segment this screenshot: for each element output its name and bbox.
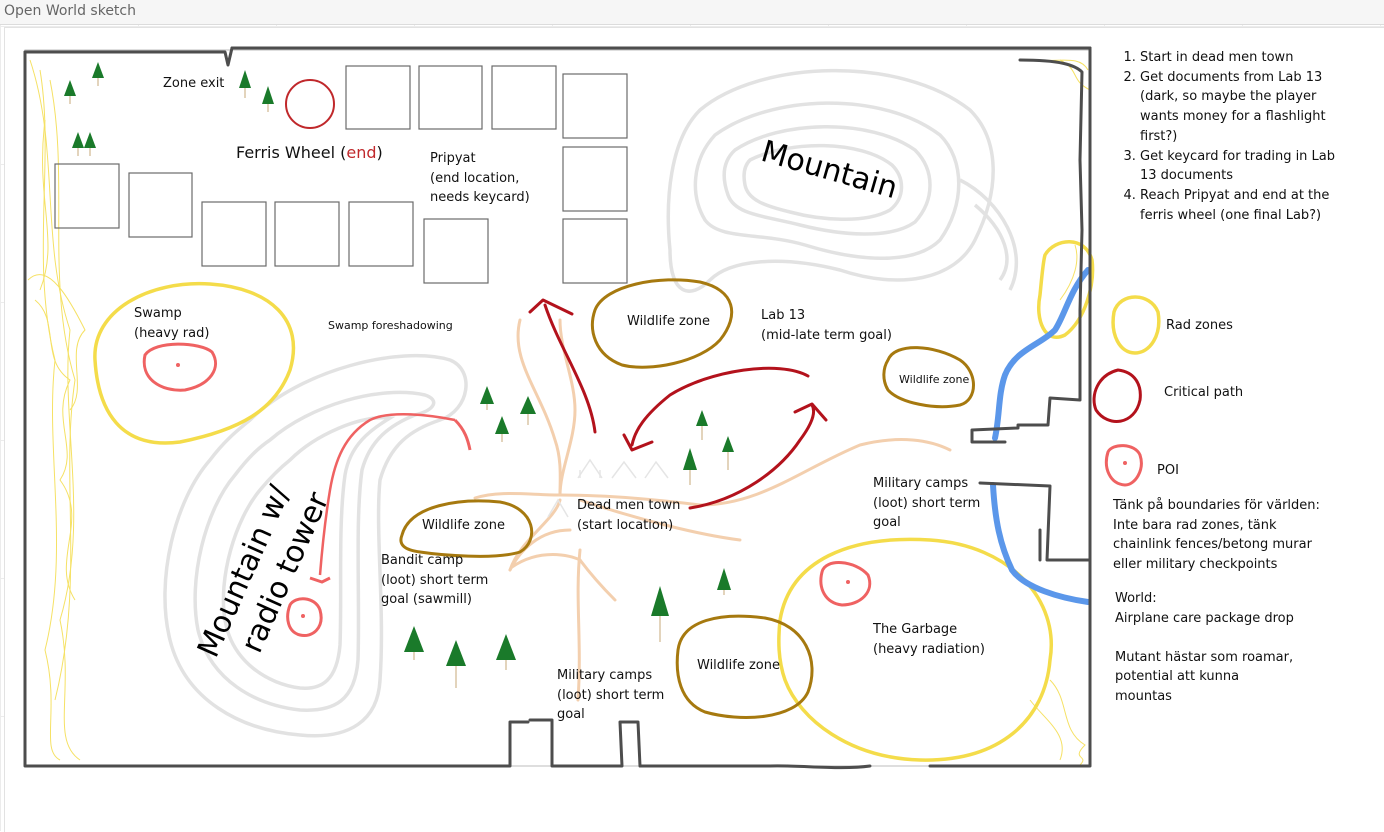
boundaries-line: Inte bara rad zones, tänk (1113, 517, 1277, 533)
legend-poi-swatch (1104, 444, 1143, 487)
world-note: World: Airplane care package drop Mutant… (1115, 589, 1294, 707)
military-camps-line: goal (873, 515, 901, 530)
map-walls (23, 46, 1092, 770)
step-item: Start in dead men town (1140, 48, 1348, 68)
wildlife-zone-label-east: Wildlife zone (899, 373, 970, 386)
world-line: Airplane care package drop (1115, 610, 1294, 626)
ferris-wheel-end: end (346, 143, 377, 162)
roads (473, 318, 952, 702)
mountain-radio-tower (163, 353, 468, 738)
boundaries-note: Tänk på boundaries för världen: Inte bar… (1113, 496, 1320, 574)
bandit-camp-line: Bandit camp (381, 553, 464, 568)
dead-men-town-line: Dead men town (577, 498, 681, 513)
ferris-wheel-text: Ferris Wheel ( (236, 143, 347, 162)
military-camps-line: goal (557, 707, 585, 722)
ferris-wheel-suffix: ) (376, 143, 383, 162)
bandit-camp-label: Bandit camp (loot) short term goal (sawm… (381, 551, 488, 610)
wildlife-zone-label-north: Wildlife zone (627, 314, 710, 329)
legend-critical-path: Critical path (1164, 385, 1244, 400)
dead-men-town-line: (start location) (577, 517, 674, 533)
world-line: Mutant hästar som roamar, (1115, 649, 1294, 665)
legend-rad-zones: Rad zones (1166, 318, 1233, 333)
pripyat-line: needs keycard) (430, 190, 530, 205)
river (990, 267, 1091, 605)
rad-boundary-scribbles (27, 59, 1091, 766)
swamp-line: Swamp (134, 306, 182, 321)
boundaries-line: Tänk på boundaries för världen: (1113, 498, 1320, 513)
trees (64, 62, 734, 666)
pripyat-label: Pripyat (end location, needs keycard) (430, 149, 530, 208)
critical-path (528, 298, 1142, 510)
military-camps-line: (loot) short term (557, 687, 665, 703)
town-houses (547, 458, 669, 518)
step-item: Get documents from Lab 13 (dark, so mayb… (1140, 68, 1348, 147)
poi-markers (142, 342, 1143, 638)
app-title: Open World sketch (4, 3, 136, 19)
garbage-label: The Garbage (heavy radiation) (873, 620, 985, 659)
military-camps-line: Military camps (557, 668, 653, 683)
bandit-camp-line: (loot) short term (381, 572, 489, 588)
swamp-foreshadowing-label: Swamp foreshadowing (328, 319, 453, 332)
zone-exit-label: Zone exit (163, 76, 225, 91)
mountain-north (666, 68, 1019, 293)
ferris-wheel-marker (285, 79, 335, 129)
critical-path-steps: Start in dead men town Get documents fro… (1118, 48, 1348, 225)
wildlife-zones (399, 278, 975, 719)
pripyat-line: (end location, (430, 170, 520, 186)
world-line: mountas (1115, 688, 1172, 704)
garbage-line: The Garbage (873, 622, 958, 637)
lab13-line: Lab 13 (761, 308, 806, 323)
military-camps-east-label: Military camps (loot) short term goal (873, 474, 980, 533)
title-bar: Open World sketch (0, 0, 1384, 25)
ferris-wheel-label: Ferris Wheel (end) (236, 142, 383, 164)
lab13-label: Lab 13 (mid-late term goal) (761, 306, 892, 345)
legend-critical-swatch (1092, 368, 1142, 423)
boundaries-line: eller military checkpoints (1113, 556, 1278, 572)
dead-men-town-label: Dead men town (start location) (577, 496, 680, 535)
military-camps-south-label: Military camps (loot) short term goal (557, 666, 664, 725)
lab13-line: (mid-late term goal) (761, 327, 892, 343)
wildlife-zone-label-south: Wildlife zone (697, 658, 780, 673)
boundaries-line: chainlink fences/betong murar (1113, 537, 1312, 553)
military-camps-line: Military camps (873, 476, 969, 491)
swamp-line: (heavy rad) (134, 325, 210, 341)
legend-rad-swatch (1111, 295, 1161, 355)
step-item: Reach Pripyat and end at the ferris whee… (1140, 186, 1348, 225)
world-line: potential att kunna (1115, 669, 1240, 685)
poi-dots (176, 363, 1127, 618)
pripyat-line: Pripyat (430, 151, 476, 166)
bandit-camp-line: goal (sawmill) (381, 592, 472, 607)
wildlife-zone-label-west: Wildlife zone (422, 518, 505, 533)
world-heading: World: (1115, 591, 1157, 606)
legend-poi: POI (1157, 463, 1179, 478)
military-camps-line: (loot) short term (873, 495, 981, 511)
garbage-line: (heavy radiation) (873, 641, 985, 657)
step-item: Get keycard for trading in Lab 13 docume… (1140, 147, 1348, 186)
pripyat-buildings (54, 65, 628, 284)
swamp-label: Swamp (heavy rad) (134, 304, 209, 343)
